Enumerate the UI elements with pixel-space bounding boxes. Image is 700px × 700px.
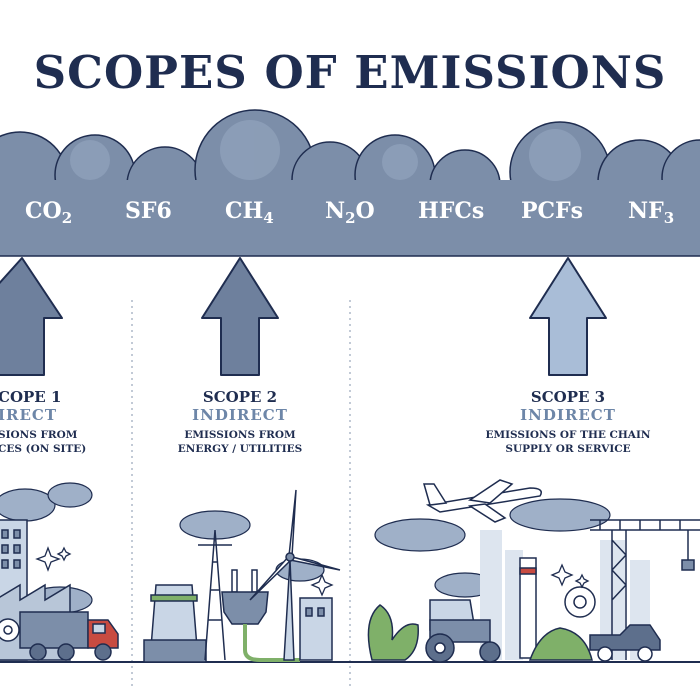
- power-plant-icon: [143, 584, 207, 663]
- airplane-icon: [423, 479, 542, 523]
- gas-label-hfcs: HFCs: [418, 198, 485, 224]
- scope-2-label: SCOPE 2 INDIRECT EMISSIONS FROM ENERGY /…: [165, 388, 315, 456]
- scope-3-arrow: [529, 257, 607, 376]
- scope-3-label: SCOPE 3 INDIRECT EMISSIONS OF THE CHAIN …: [478, 388, 658, 456]
- scope-1-description: SIONS FROM CES (ON SITE): [0, 429, 87, 455]
- scope-2-name: SCOPE 2: [202, 388, 278, 406]
- scope-3-description: EMISSIONS OF THE CHAIN SUPPLY OR SERVICE: [485, 429, 651, 455]
- building-icon: [299, 597, 333, 661]
- scope-2-type: INDIRECT: [192, 406, 288, 424]
- scope-1-name: COPE 1: [0, 388, 62, 406]
- green-bush: [367, 604, 593, 661]
- gas-label-ch4: CH4: [225, 198, 274, 227]
- sparkle-icon: [550, 563, 590, 589]
- gas-label-co2: CO2: [25, 198, 73, 227]
- wind-turbine-icon: [249, 489, 341, 661]
- truck-icon: [19, 611, 119, 661]
- gas-label-n2o: N2O: [325, 198, 375, 227]
- scope-1-arrow: [0, 257, 63, 376]
- cloud-base: [0, 180, 700, 256]
- gas-label-nf3: NF3: [628, 198, 675, 227]
- tractor-icon: [425, 599, 501, 663]
- scope-3-name: SCOPE 3: [530, 388, 606, 406]
- cloud-highlight: [70, 120, 581, 181]
- pylon-icon: [198, 529, 232, 661]
- sparkle-icon: [310, 573, 334, 597]
- scope-3-type: INDIRECT: [520, 406, 616, 424]
- crane-icon: [590, 519, 700, 660]
- gear-icon: [564, 586, 596, 618]
- gas-label-pcfs: PCFs: [521, 198, 584, 224]
- scope-1-type: IRECT: [0, 406, 58, 424]
- gear-icon: [0, 618, 20, 642]
- gas-label-sf6: SF6: [125, 198, 172, 224]
- scope-2-description: EMISSIONS FROM ENERGY / UTILITIES: [177, 429, 303, 455]
- plug-icon: [221, 569, 300, 662]
- page-title: SCOPES OF EMISSIONS: [33, 46, 667, 99]
- scope-2-arrow: [201, 257, 279, 376]
- chimney-icon: [519, 557, 537, 659]
- scope-1-label: COPE 1 IRECT SIONS FROM CES (ON SITE): [0, 388, 86, 456]
- sparkle-icon: [35, 546, 72, 572]
- pickup-truck-icon: [589, 624, 661, 662]
